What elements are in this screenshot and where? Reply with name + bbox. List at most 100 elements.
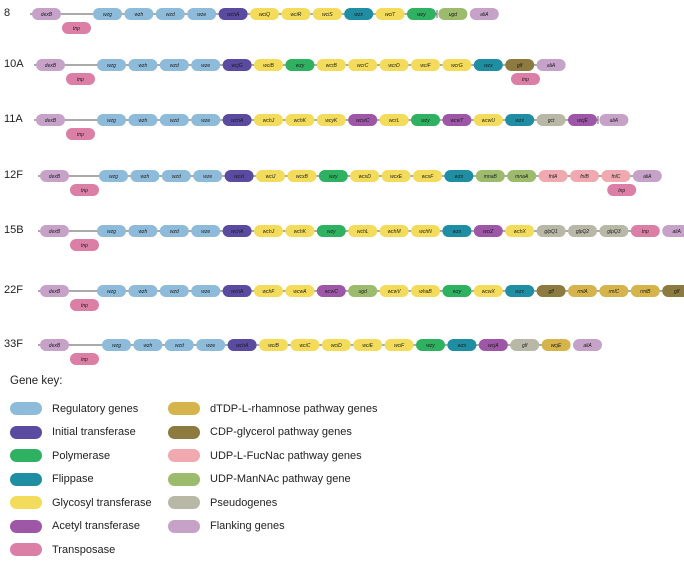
gene-label: wchX xyxy=(514,229,527,235)
gene-label: wchJ xyxy=(263,118,275,124)
gene-label: wzx xyxy=(453,229,462,235)
gene-shape xyxy=(411,59,440,71)
gene-label: wzd xyxy=(170,289,179,295)
serotype-label: 11A xyxy=(4,113,23,125)
gene-glf: glf xyxy=(662,285,684,297)
gene-label: wzg xyxy=(112,343,121,349)
gene-shape xyxy=(66,128,95,140)
gene-label: wchM xyxy=(388,229,402,235)
gene-ugd: ugd xyxy=(348,285,378,297)
gene-label: gct xyxy=(548,118,555,124)
gene-shape xyxy=(187,8,217,20)
gene-wzy: wzy xyxy=(316,225,346,237)
serotype-label: 12F xyxy=(4,169,23,181)
gene-tnp: tnp xyxy=(607,184,637,196)
gene-wcwU: wcwU xyxy=(473,114,503,126)
gene-shape xyxy=(350,170,380,182)
gene-label: wze xyxy=(201,63,210,69)
key-item-man: UDP-ManNAc pathway gene xyxy=(168,468,378,492)
gene-label: wzd xyxy=(170,118,179,124)
gene-wzh: wzh xyxy=(133,339,163,351)
gene-wchA: wchA xyxy=(218,8,248,20)
gene-wciF: wciF xyxy=(411,59,440,71)
gene-label: wcwC xyxy=(325,289,339,295)
gene-shape xyxy=(256,170,285,182)
gene-tnp: tnp xyxy=(70,353,99,365)
key-label: Glycosyl transferase xyxy=(52,496,152,509)
gene-label: wcxI xyxy=(234,174,245,180)
gene-wchA: wchA xyxy=(227,339,257,351)
gene-shape xyxy=(193,170,223,182)
gene-label: wzh xyxy=(138,63,147,69)
gene-label: wzx xyxy=(515,289,524,295)
gene-label: wzx xyxy=(484,63,493,69)
gene-wzg: wzg xyxy=(97,114,126,126)
key-swatch xyxy=(168,425,200,439)
gene-wciC: wciC xyxy=(290,339,320,351)
gene-shape xyxy=(161,170,191,182)
gene-wzg: wzg xyxy=(97,59,126,71)
gene-wcxE: wcxE xyxy=(381,170,411,182)
gene-dexB: dexB xyxy=(40,285,69,297)
gene-label: wchF xyxy=(263,289,276,295)
gene-wcyK: wcyK xyxy=(316,114,346,126)
key-swatch xyxy=(10,402,42,416)
gene-shape xyxy=(222,114,252,126)
gene-label: tnp xyxy=(81,357,88,363)
gene-label: mnaB xyxy=(484,174,498,180)
gene-wcwC: wcwC xyxy=(316,285,346,297)
gene-shape xyxy=(316,225,346,237)
gene-shape xyxy=(191,225,221,237)
gene-label: wzh xyxy=(138,229,147,235)
gene-label: wze xyxy=(201,289,210,295)
key-swatch xyxy=(168,519,200,533)
gene-shape xyxy=(599,114,629,126)
gene-shape xyxy=(379,225,409,237)
gene-label: wchJ xyxy=(263,229,275,235)
gene-label: dexB xyxy=(49,289,61,295)
gene-shape xyxy=(281,8,311,20)
gene-label: wciB xyxy=(263,63,274,69)
gene-shape xyxy=(97,59,126,71)
gene-label: dexB xyxy=(45,63,57,69)
gene-shape xyxy=(191,114,221,126)
key-swatch xyxy=(10,425,42,439)
gene-shape xyxy=(130,170,160,182)
gene-label: wchK xyxy=(294,229,307,235)
gene-mnaA: mnaA xyxy=(507,170,537,182)
gene-label: glf xyxy=(522,343,528,349)
gene-label: wciF xyxy=(420,63,431,69)
gene-label: wcrD xyxy=(388,63,400,69)
gene-glf: glf xyxy=(510,339,540,351)
gene-wzy: wzy xyxy=(407,8,436,20)
gene-shape xyxy=(344,8,374,20)
gene-wcxB: wcxB xyxy=(287,170,317,182)
gene-label: wcrB xyxy=(326,63,338,69)
gene-label: wcjE xyxy=(551,343,562,349)
gene-wciT: wciT xyxy=(375,8,405,20)
gene-tnp: tnp xyxy=(70,184,99,196)
gene-label: wzg xyxy=(107,118,116,124)
gene-shape xyxy=(536,225,566,237)
gene-label: wchA xyxy=(231,229,244,235)
gene-shape xyxy=(511,73,540,85)
gene-wcwC: wcwC xyxy=(348,114,378,126)
gene-label: wcwC xyxy=(356,118,370,124)
gene-glpQ1: glpQ1 xyxy=(536,225,566,237)
gene-label: wzy xyxy=(421,118,430,124)
gene-label: wzd xyxy=(166,12,175,18)
gene-tnp: tnp xyxy=(62,22,91,34)
gene-shape xyxy=(99,170,128,182)
gene-shape xyxy=(475,170,505,182)
gene-label: wcwU xyxy=(482,118,496,124)
serotype-label: 8 xyxy=(4,7,10,19)
gene-shape xyxy=(40,339,69,351)
gene-label: glf xyxy=(674,289,680,295)
gene-shape xyxy=(375,8,405,20)
gene-label: wciT xyxy=(385,12,396,18)
gene-label: wzx xyxy=(515,118,524,124)
